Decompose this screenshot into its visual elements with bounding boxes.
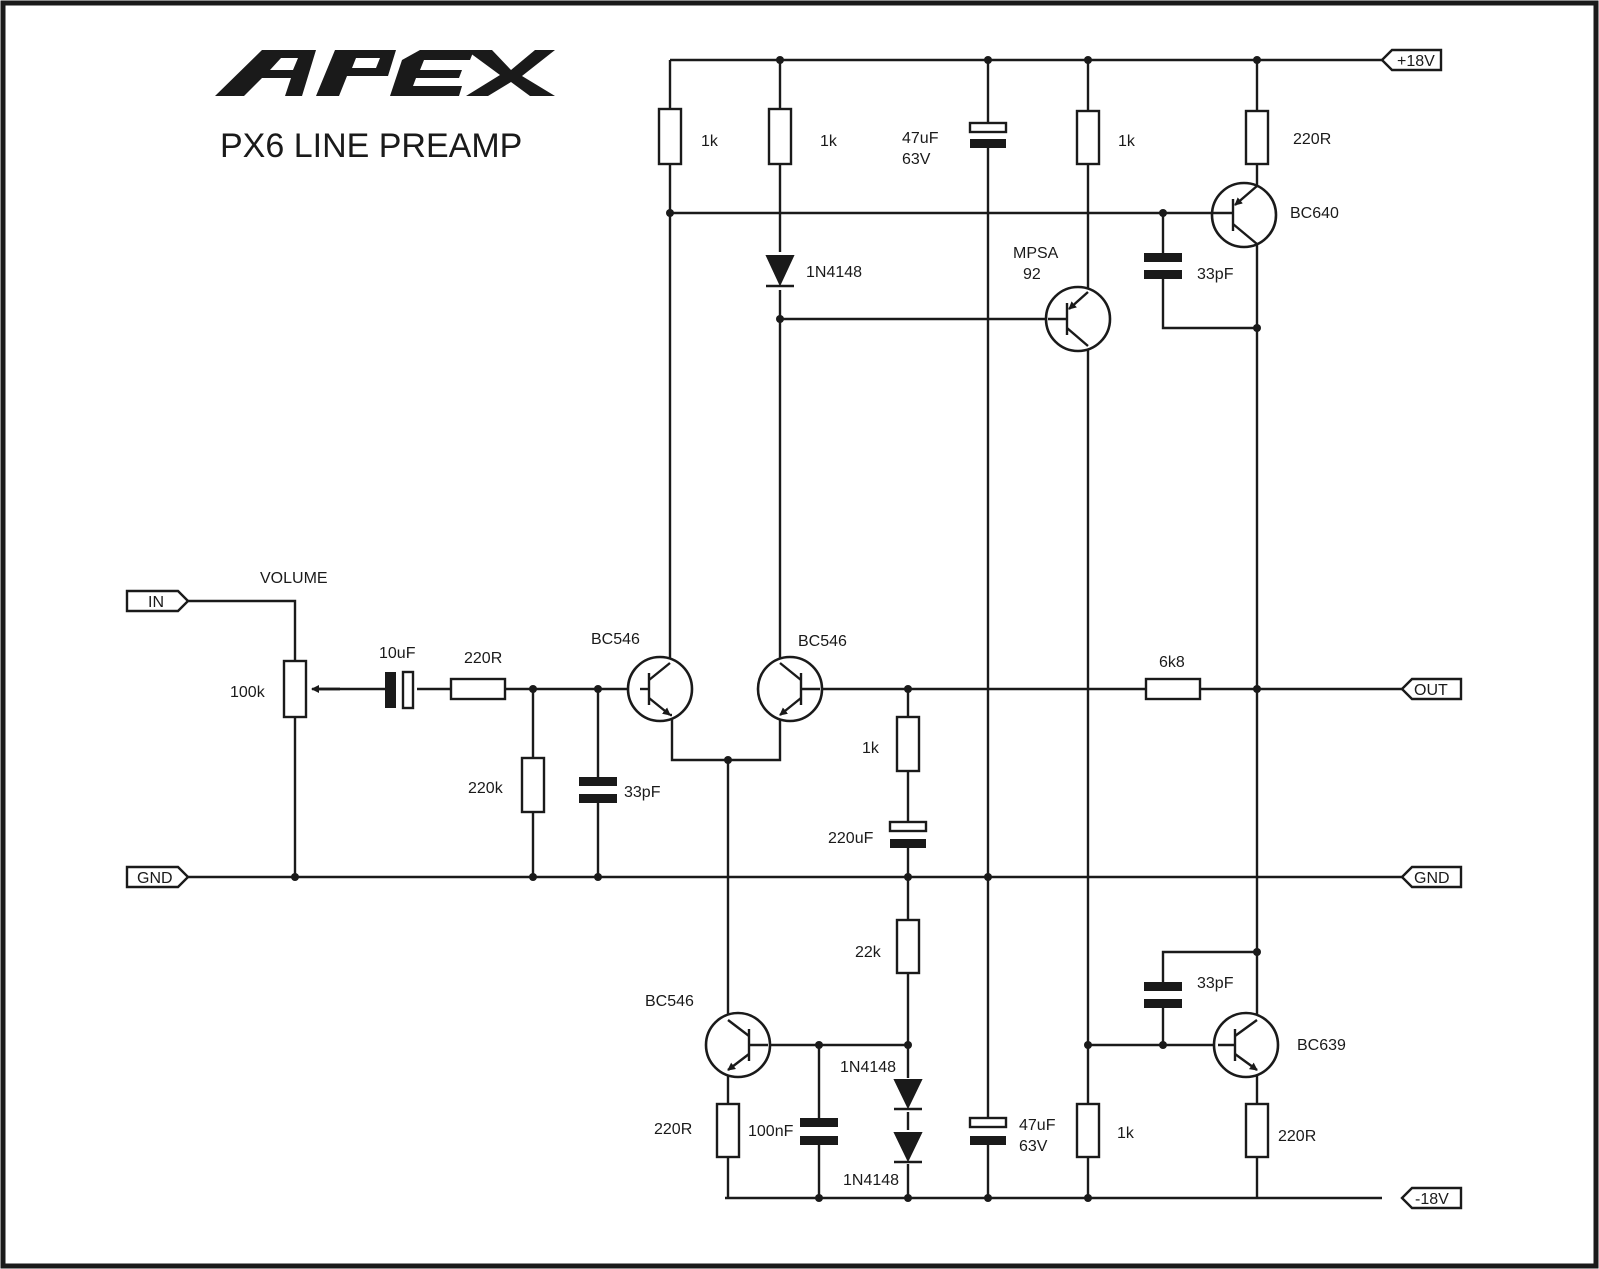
label-d-bot1: 1N4148 (840, 1059, 896, 1076)
label-volume: VOLUME (260, 570, 328, 587)
capacitor-33pf-input (579, 777, 617, 803)
label-22k: 22k (855, 944, 882, 961)
port-vplus: +18V (1380, 48, 1443, 72)
svg-text:-18V: -18V (1415, 1191, 1449, 1208)
resistor-1k-top-3 (1075, 109, 1101, 166)
label-c-plus-value: 47uF (902, 130, 939, 147)
label-r-top4: 220R (1293, 131, 1331, 148)
port-out: OUT (1400, 677, 1463, 701)
capacitor-33pf-bottom (1144, 982, 1182, 1008)
resistor-220r-bottom (1244, 1102, 1270, 1159)
capacitor-10uf-input (385, 670, 415, 710)
label-c-plus-voltage: 63V (902, 151, 931, 168)
label-r-bot-1k: 1k (1117, 1125, 1135, 1142)
transistor-mpsa92 (1044, 285, 1112, 353)
port-gnd-left: GND (125, 865, 190, 889)
junction-dots (291, 56, 1261, 1202)
resistor-220k-bias (520, 756, 546, 814)
port-in: IN (125, 589, 190, 613)
label-d-top: 1N4148 (806, 264, 862, 281)
volume-potentiometer (282, 659, 340, 719)
transistor-q1-bc546 (626, 655, 694, 723)
resistor-1k-top-2 (767, 107, 793, 166)
resistor-220r-top (1244, 109, 1270, 166)
resistor-1k-bottom (1075, 1102, 1101, 1159)
label-bc639: BC639 (1297, 1037, 1346, 1054)
diode-1n4148-bottom-1 (893, 1079, 923, 1111)
label-6k8: 6k8 (1159, 654, 1185, 671)
label-c-minus-value: 47uF (1019, 1117, 1056, 1134)
label-mpsa-1: MPSA (1013, 245, 1059, 262)
component-labels: VOLUME 100k 10uF 220R 220k 33pF BC546 BC… (230, 130, 1346, 1189)
label-r-top1: 1k (701, 133, 719, 150)
svg-text:GND: GND (1414, 870, 1450, 887)
label-r-fb-gnd: 1k (862, 740, 880, 757)
label-10uf: 10uF (379, 645, 416, 662)
svg-text:+18V: +18V (1397, 53, 1435, 70)
resistor-6k8-feedback (1144, 677, 1202, 701)
resistor-1k-feedback-gnd (895, 715, 921, 773)
diode-1n4148-bottom-2 (893, 1132, 923, 1164)
label-d-bot2: 1N4148 (843, 1172, 899, 1189)
svg-text:IN: IN (148, 594, 164, 611)
label-q1: BC546 (591, 631, 640, 648)
svg-text:GND: GND (137, 870, 173, 887)
label-bc640: BC640 (1290, 205, 1339, 222)
label-q2: BC546 (798, 633, 847, 650)
label-100nf: 100nF (748, 1123, 794, 1140)
label-220r-input: 220R (464, 650, 502, 667)
transistor-bc640 (1210, 181, 1278, 249)
transistor-bc639 (1212, 1011, 1280, 1079)
port-vminus: -18V (1400, 1186, 1463, 1210)
resistor-22k (895, 918, 921, 975)
capacitor-47uf-top (968, 121, 1008, 148)
label-c-minus-voltage: 63V (1019, 1138, 1048, 1155)
label-c-comp-top: 33pF (1197, 266, 1234, 283)
resistor-220r-q3-emitter (715, 1102, 741, 1159)
capacitor-33pf-top (1144, 253, 1182, 279)
label-100k: 100k (230, 684, 266, 701)
label-mpsa-2: 92 (1023, 266, 1041, 283)
diode-1n4148-top (765, 255, 795, 288)
transistor-q3-bc546 (704, 1011, 772, 1079)
label-220k: 220k (468, 780, 504, 797)
wires (188, 58, 1402, 1200)
label-r-q3-emitter: 220R (654, 1121, 692, 1138)
label-r-bot-220: 220R (1278, 1128, 1316, 1145)
label-r-top3: 1k (1118, 133, 1136, 150)
apex-logo (215, 50, 555, 96)
label-220uf: 220uF (828, 830, 874, 847)
label-33pf-input: 33pF (624, 784, 661, 801)
transistor-q2-bc546 (756, 655, 824, 723)
resistor-220r-input (449, 677, 507, 701)
capacitor-100nf (800, 1118, 838, 1145)
page-title: PX6 LINE PREAMP (220, 127, 522, 165)
label-c-comp-bot: 33pF (1197, 975, 1234, 992)
label-q3: BC546 (645, 993, 694, 1010)
svg-text:OUT: OUT (1414, 682, 1448, 699)
capacitor-220uf (888, 820, 928, 848)
label-r-top2: 1k (820, 133, 838, 150)
capacitor-47uf-bottom (968, 1116, 1008, 1145)
resistor-1k-top-1 (657, 107, 683, 166)
port-gnd-right: GND (1400, 865, 1463, 889)
